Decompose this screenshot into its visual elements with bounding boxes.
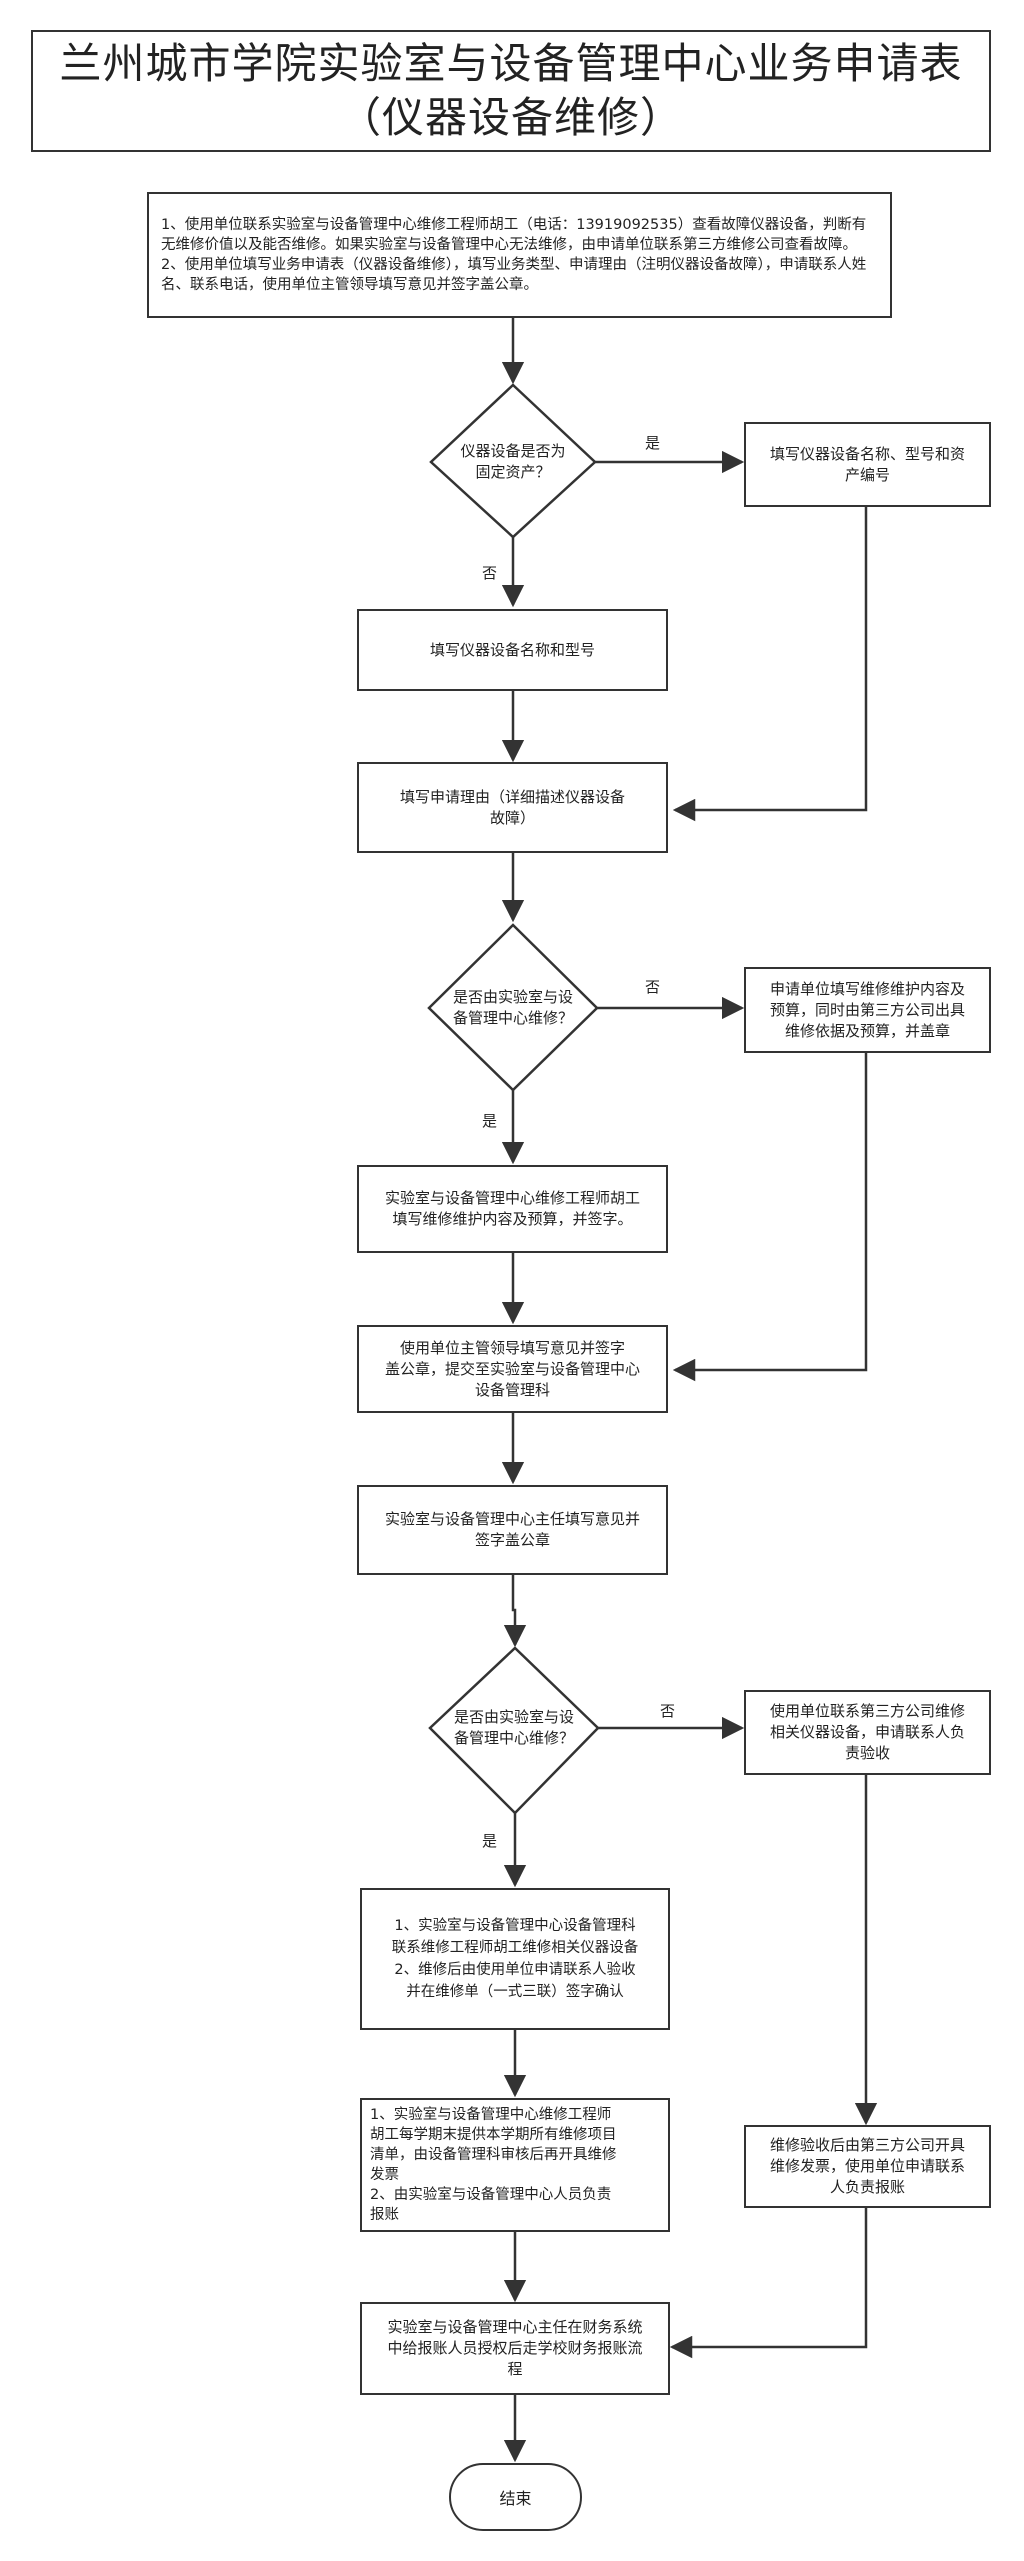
unit-contact-third-party-box: 使用单位联系第三方公司维修 相关仪器设备，申请联系人负 责验收 xyxy=(744,1690,991,1775)
edge-director-to-decision3 xyxy=(503,1575,527,1648)
finance-auth-text: 实验室与设备管理中心主任在财务系统 中给报账人员授权后走学校财务报账流 程 xyxy=(387,2318,643,2378)
end-text: 结束 xyxy=(499,2489,532,2508)
title-line-1: 兰州城市学院实验室与设备管理中心业务申请表 xyxy=(59,39,963,88)
edge-asset-no-to-reason xyxy=(672,507,868,822)
center-contact-engineer-text: 1、实验室与设备管理中心设备管理科 联系维修工程师胡工维修相关仪器设备 2、维修… xyxy=(391,1918,639,2000)
decision-center-repair-2-text: 是否由实验室与设 备管理中心维修？ xyxy=(453,1708,574,1747)
leader-sign-text: 使用单位主管领导填写意见并签字 盖公章，提交至实验室与设备管理中心 设备管理科 xyxy=(384,1338,640,1399)
title-line-2: （仪器设备维修） xyxy=(338,93,683,142)
fill-name-model-box: 填写仪器设备名称和型号 xyxy=(357,609,668,691)
label-yes-3: 是 xyxy=(482,1832,498,1850)
third-party-invoice-text: 维修验收后由第三方公司开具 维修发票，使用单位申请联系 人负责报账 xyxy=(769,2136,965,2196)
label-yes-2: 是 xyxy=(482,1112,498,1130)
edge-third-invoice-to-finance xyxy=(669,2208,868,2359)
fill-reason-text: 填写申请理由（详细描述仪器设备 故障） xyxy=(399,787,625,827)
decision-fixed-asset-shape xyxy=(429,383,597,539)
fill-reason-box: 填写申请理由（详细描述仪器设备 故障） xyxy=(357,762,668,853)
decision-center-repair-1-shape xyxy=(427,923,599,1092)
unit-fill-budget-text: 申请单位填写维修维护内容及 预算，同时由第三方公司出具 维修依据及预算，并盖章 xyxy=(769,979,965,1040)
director-sign-text: 实验室与设备管理中心主任填写意见并 签字盖公章 xyxy=(384,1510,640,1549)
leader-sign-box: 使用单位主管领导填写意见并签字 盖公章，提交至实验室与设备管理中心 设备管理科 xyxy=(357,1325,668,1413)
semester-invoice-text: 1、实验室与设备管理中心维修工程师 胡工每学期末提供本学期所有维修项目 清单，由… xyxy=(370,2107,617,2223)
engineer-fill-budget-box: 实验室与设备管理中心维修工程师胡工 填写维修维护内容及预算，并签字。 xyxy=(357,1165,668,1253)
label-no-3: 否 xyxy=(660,1702,676,1720)
fill-name-model-asset-no-box: 填写仪器设备名称、型号和资 产编号 xyxy=(744,422,991,507)
fill-name-model-text: 填写仪器设备名称和型号 xyxy=(429,640,595,659)
intro-text: 1、使用单位联系实验室与设备管理中心维修工程师胡工（电话：13919092535… xyxy=(161,217,867,293)
page-title: 兰州城市学院实验室与设备管理中心业务申请表 （仪器设备维修） xyxy=(31,30,991,152)
director-sign-box: 实验室与设备管理中心主任填写意见并 签字盖公章 xyxy=(357,1485,668,1575)
edge-unit-budget-to-leader xyxy=(672,1053,868,1382)
decision-center-repair-1-text: 是否由实验室与设 备管理中心维修？ xyxy=(452,988,573,1027)
decision-fixed-asset-text: 仪器设备是否为 固定资产？ xyxy=(460,442,566,481)
unit-contact-third-party-text: 使用单位联系第三方公司维修 相关仪器设备，申请联系人负 责验收 xyxy=(769,1702,965,1762)
unit-fill-budget-box: 申请单位填写维修维护内容及 预算，同时由第三方公司出具 维修依据及预算，并盖章 xyxy=(744,967,991,1053)
label-no-1: 否 xyxy=(482,564,498,582)
label-yes-1: 是 xyxy=(645,434,661,452)
label-no-2: 否 xyxy=(645,978,661,996)
end-terminal: 结束 xyxy=(449,2463,582,2531)
finance-auth-box: 实验室与设备管理中心主任在财务系统 中给报账人员授权后走学校财务报账流 程 xyxy=(360,2302,670,2395)
center-contact-engineer-box: 1、实验室与设备管理中心设备管理科 联系维修工程师胡工维修相关仪器设备 2、维修… xyxy=(360,1888,670,2030)
semester-invoice-box: 1、实验室与设备管理中心维修工程师 胡工每学期末提供本学期所有维修项目 清单，由… xyxy=(360,2098,670,2232)
decision-center-repair-2-shape xyxy=(428,1646,600,1815)
intro-box: 1、使用单位联系实验室与设备管理中心维修工程师胡工（电话：13919092535… xyxy=(147,192,892,318)
third-party-invoice-box: 维修验收后由第三方公司开具 维修发票，使用单位申请联系 人负责报账 xyxy=(744,2125,991,2208)
engineer-fill-budget-text: 实验室与设备管理中心维修工程师胡工 填写维修维护内容及预算，并签字。 xyxy=(384,1189,640,1228)
fill-name-model-asset-no-text: 填写仪器设备名称、型号和资 产编号 xyxy=(769,444,965,484)
